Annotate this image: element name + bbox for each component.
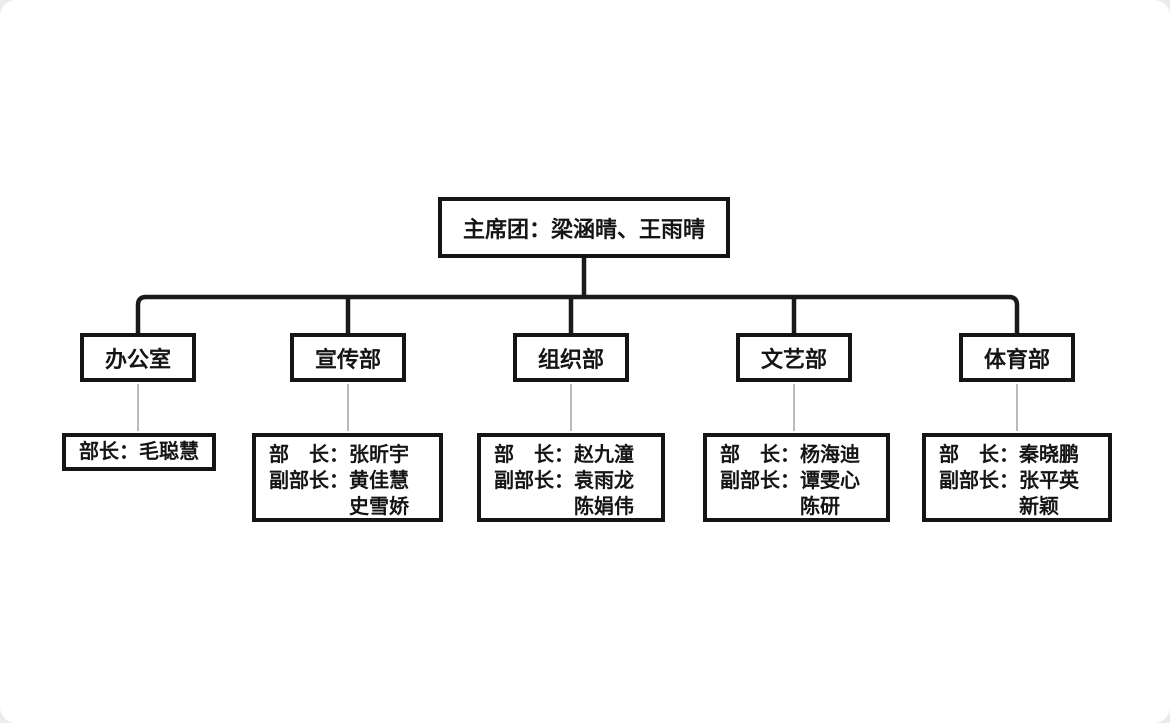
member-line: 部 长：张昕宇 xyxy=(269,444,409,466)
root-node-presidium: 主席团：梁涵晴、王雨晴 xyxy=(438,197,730,258)
secondary-connectors xyxy=(137,384,1018,431)
member-line: 陈研 xyxy=(720,496,840,518)
member-line: 副部长：谭雯心 xyxy=(720,470,860,492)
member-line: 部长：毛聪慧 xyxy=(79,441,199,463)
dept-node-organization: 组织部 xyxy=(513,333,629,382)
dept-node-sports: 体育部 xyxy=(959,333,1075,382)
member-line: 陈娟伟 xyxy=(494,496,634,518)
member-line: 部 长：杨海迪 xyxy=(720,444,860,466)
member-line: 新颖 xyxy=(939,496,1059,518)
members-node-organization: 部 长：赵九潼 副部长：袁雨龙 陈娟伟 xyxy=(477,433,665,522)
sibling-bracket-line xyxy=(135,294,1020,335)
member-line: 副部长：袁雨龙 xyxy=(494,470,634,492)
members-node-office: 部长：毛聪慧 xyxy=(62,433,216,471)
member-line: 史雪娇 xyxy=(269,496,409,518)
member-line: 部 长：赵九潼 xyxy=(494,444,634,466)
dept-node-arts: 文艺部 xyxy=(736,333,852,382)
member-line: 副部长：张平英 xyxy=(939,470,1079,492)
members-node-sports: 部 长：秦晓鹏 副部长：张平英 新颖 xyxy=(922,433,1112,522)
members-node-publicity: 部 长：张昕宇 副部长：黄佳慧 史雪娇 xyxy=(252,433,443,522)
dept-node-office: 办公室 xyxy=(80,333,196,382)
member-line: 副部长：黄佳慧 xyxy=(269,470,409,492)
members-node-arts: 部 长：杨海迪 副部长：谭雯心 陈研 xyxy=(703,433,890,522)
member-line: 部 长：秦晓鹏 xyxy=(939,444,1079,466)
primary-connectors xyxy=(135,256,1020,335)
dept-node-publicity: 宣传部 xyxy=(290,333,406,382)
